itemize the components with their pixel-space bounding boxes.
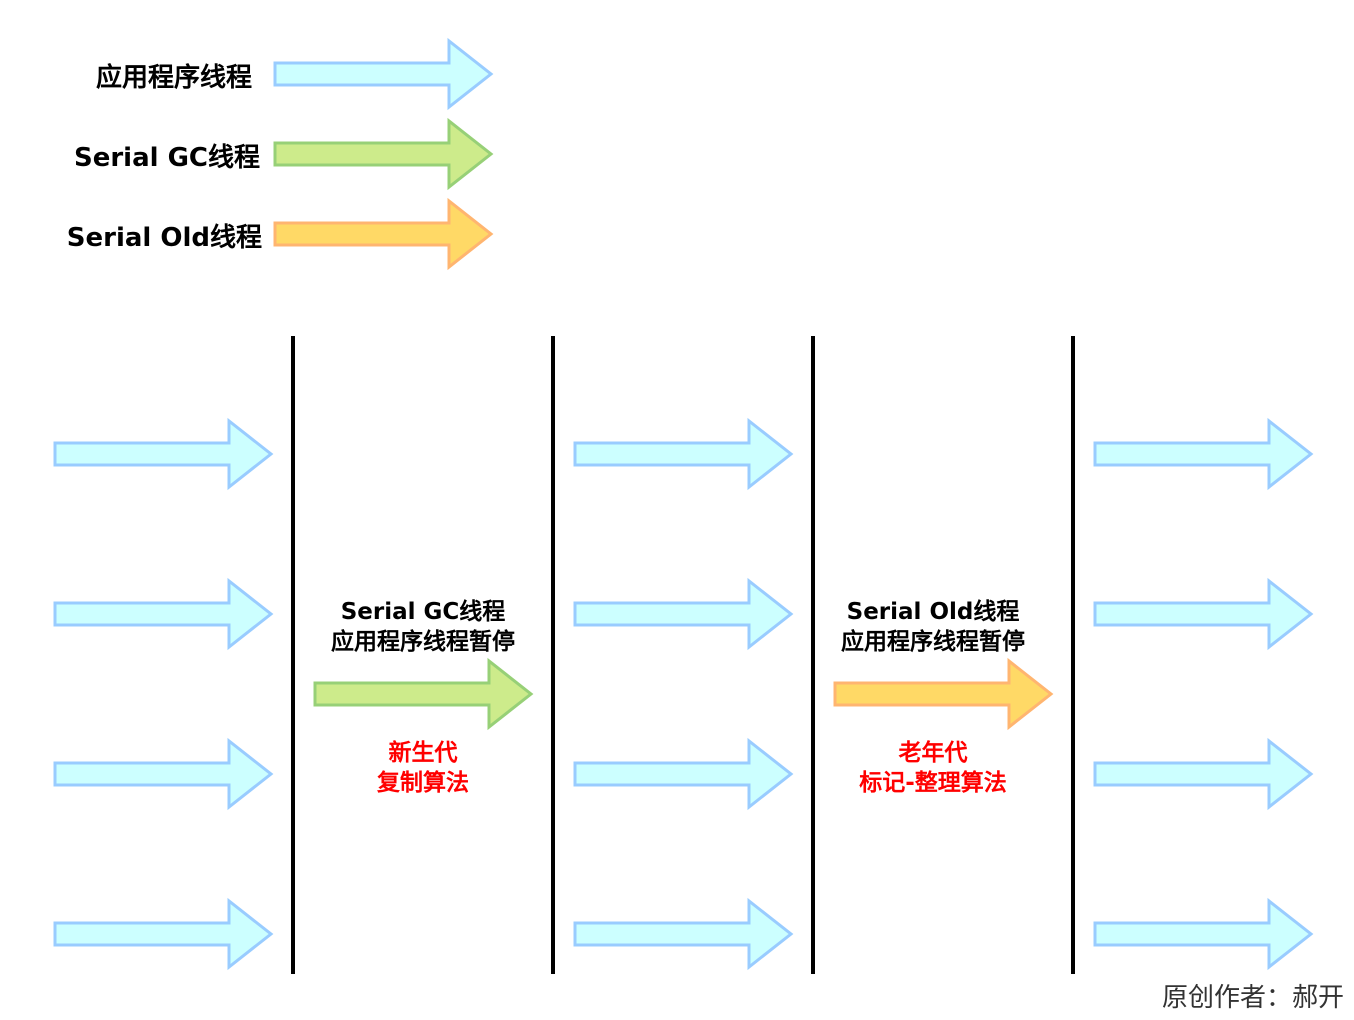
app-thread-arrow [1093,897,1314,971]
app-threads-column-2 [573,417,794,971]
app-thread-arrow [53,737,274,811]
serial-gc-thread-arrow [313,657,534,731]
serial-old-arrow [833,657,1054,731]
legend-label-app-thread: 应用程序线程 [96,62,252,93]
phase-algo-line1: 老年代 [898,739,968,766]
phase-serial-gc: Serial GC线程 应用程序线程暂停 新生代 复制算法 [313,598,534,796]
app-thread-arrow [53,577,274,651]
phase-algo-line2: 标记-整理算法 [859,769,1007,796]
phase-title-line1: Serial GC线程 [341,598,506,625]
legend-arrow-serial-gc-thread [273,117,494,191]
app-thread-arrow [573,737,794,811]
phase-title-line1: Serial Old线程 [847,598,1020,625]
legend-item-serial-old-thread: Serial Old线程 [67,197,494,271]
serial-gc-arrow [273,117,494,191]
app-thread-arrow [273,37,494,111]
serial-old-arrow [273,197,494,271]
serial-old-thread-arrow [833,657,1054,731]
app-threads-column-3 [1093,417,1314,971]
app-threads-column-1 [53,417,274,971]
legend-item-app-thread: 应用程序线程 [96,37,494,111]
app-thread-arrow [573,897,794,971]
phase-title-line2: 应用程序线程暂停 [331,628,515,655]
phase-title-line2: 应用程序线程暂停 [841,628,1025,655]
legend-item-serial-gc-thread: Serial GC线程 [74,117,494,191]
phase-algo-line2: 复制算法 [376,769,469,796]
author-credit: 原创作者：郝开 [1162,983,1344,1013]
legend-label-serial-gc-thread: Serial GC线程 [74,143,260,173]
app-thread-arrow [573,577,794,651]
app-thread-arrow [1093,737,1314,811]
legend-arrow-serial-old-thread [273,197,494,271]
phase-algo-line1: 新生代 [389,739,458,766]
app-thread-arrow [1093,417,1314,491]
phase-serial-old: Serial Old线程 应用程序线程暂停 老年代 标记-整理算法 [833,598,1054,796]
app-thread-arrow [53,897,274,971]
legend: 应用程序线程 Serial GC线程 Serial Old线程 [67,37,494,271]
serial-gc-arrow [313,657,534,731]
app-thread-arrow [53,417,274,491]
phase-dividers [291,336,1075,974]
app-thread-arrow [1093,577,1314,651]
legend-arrow-app-thread [273,37,494,111]
app-thread-arrow [573,417,794,491]
legend-label-serial-old-thread: Serial Old线程 [67,223,262,253]
